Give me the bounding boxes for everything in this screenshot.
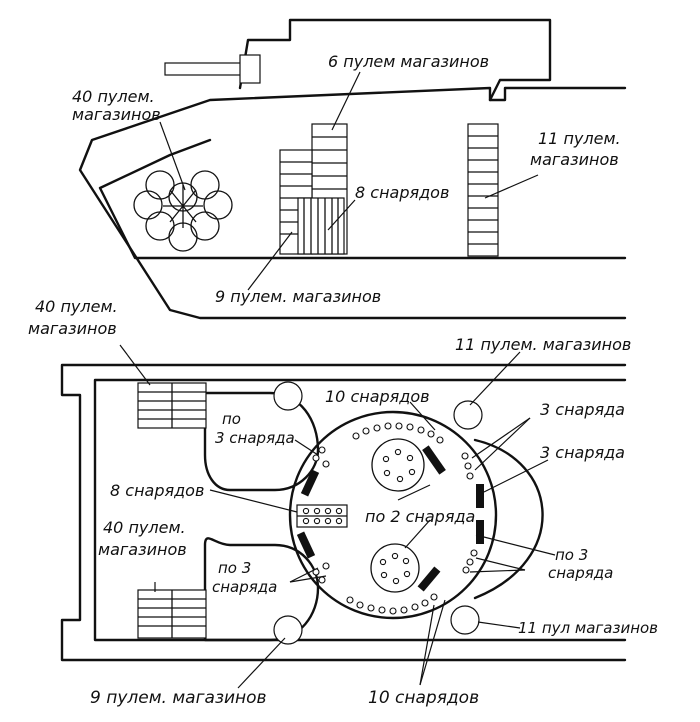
hull-side-outline [78,86,627,320]
leader-mg-9 [247,231,293,291]
magazine-stack-right [467,123,499,257]
leader-mg-11 [484,174,539,199]
label-po3-left-l1: по 3 [218,559,251,577]
label-mg-40-l1: 40 пулем. [72,87,155,106]
label-top-shells-8: 8 снарядов [110,481,204,500]
shell-drum-upper [371,438,425,492]
shell-dots-top-arc [352,422,444,444]
label-mg-40-l2: магазинов [72,105,161,124]
shell-drum-lower [370,543,420,593]
label-po3-right-l1: по 3 [555,546,588,564]
label-shells-10-bottom: 10 снарядов [368,688,479,708]
label-top-mg-40-l2: магазинов [28,319,117,338]
magazine-box-lower-left [137,589,207,639]
label-shells-3b: 3 снаряда [540,443,625,462]
shell-dots-bottom-arc [346,593,438,615]
label-top-mg-40-l1: 40 пулем. [35,297,118,316]
label-mg-40-bottom-l2: магазинов [98,540,187,559]
round-magazines-top [273,381,483,645]
label-mg-11-bottom: 11 пул магазинов [518,619,658,637]
turret-ring-top [288,410,544,620]
top-view: 40 пулем. магазинов 11 пулем. магазинов … [28,297,658,708]
shell-bars [296,445,484,592]
label-mg-9: 9 пулем. магазинов [215,287,381,306]
leaders-top-view [119,344,556,689]
round-magazine-cluster [133,170,233,252]
hull-top-outer [60,363,627,662]
label-po3-left-l2: снаряда [212,578,277,596]
label-top-mg-11: 11 пулем. магазинов [455,335,631,354]
leader-mg-40 [159,121,186,191]
label-mg-9-bottom: 9 пулем. магазинов [90,688,267,708]
turret-side [238,18,552,102]
label-shells-3a: 3 снаряда [540,400,625,419]
leader-shells-8 [327,199,356,231]
shell-dots-right [461,452,478,574]
shell-rack-side [297,197,345,255]
label-mg-40-bottom-l1: 40 пулем. [103,518,186,537]
label-po3-l1: по [222,410,241,428]
label-po3-l2: 3 снаряда [215,429,295,447]
hull-floor-line [98,138,627,260]
gun-barrel [164,54,261,84]
label-po3-right-l2: снаряда [548,564,613,582]
label-mg-11-l1: 11 пулем. [538,129,621,148]
side-view: 40 пулем. магазинов 6 пулем магазинов 8 … [72,18,627,320]
leader-mg-6 [331,71,361,131]
hull-top-inner [93,378,627,642]
label-po2: по 2 снаряда [365,507,475,526]
shell-dots-left [312,446,330,584]
label-mg-6: 6 пулем магазинов [328,52,489,71]
shell-rack-top [296,504,348,528]
label-top-shells-10: 10 снарядов [325,387,430,406]
magazine-box-upper-left [137,382,207,429]
label-shells-8: 8 снарядов [355,183,449,202]
label-mg-11-l2: магазинов [530,150,619,169]
